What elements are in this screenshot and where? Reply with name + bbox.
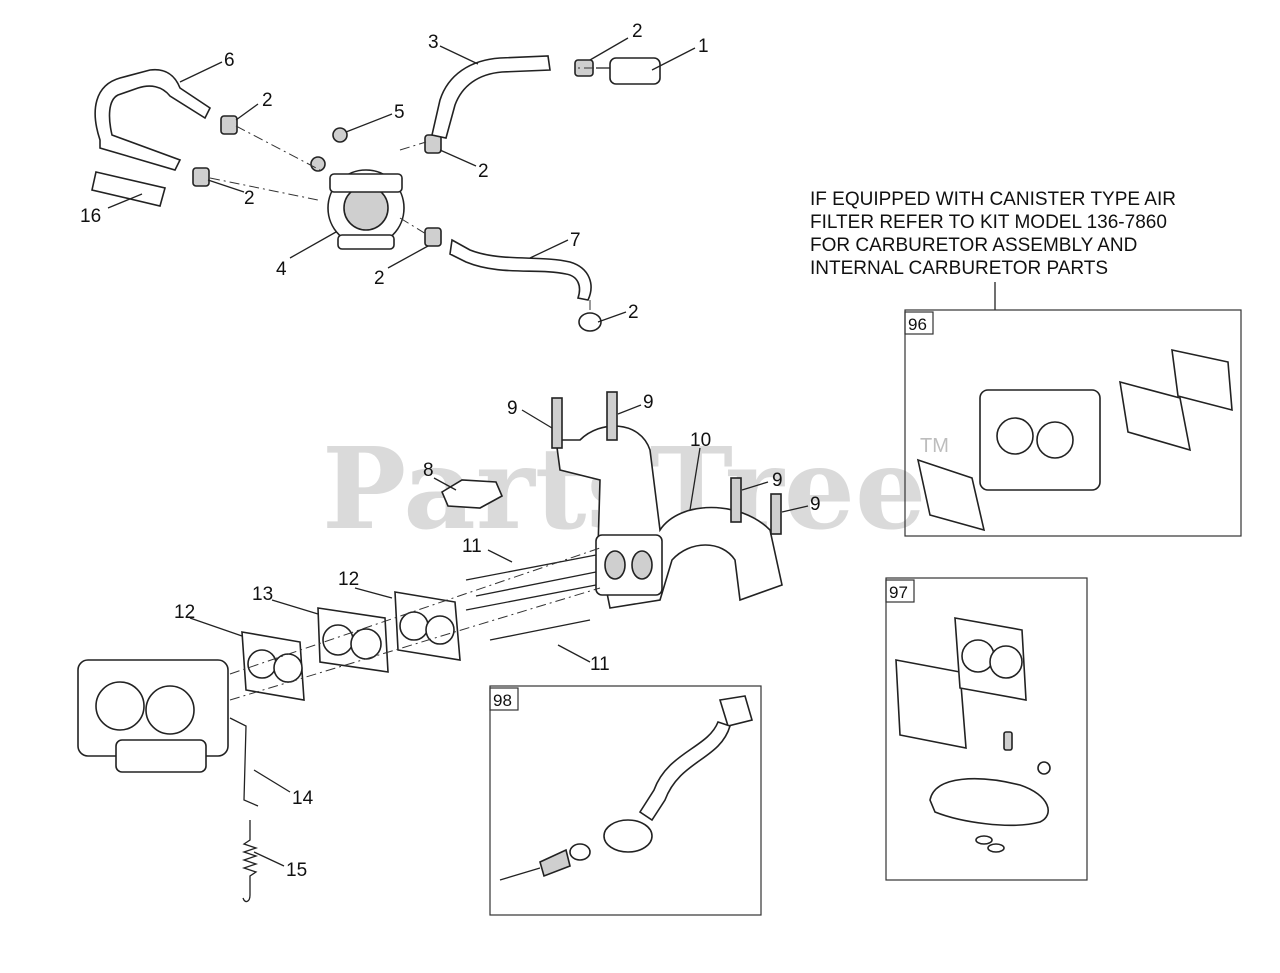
kit-97: 97 xyxy=(885,577,1088,881)
kit-98-frame xyxy=(489,685,762,916)
callout-3: 3 xyxy=(428,32,439,53)
callout-12: 12 xyxy=(338,569,359,590)
linkage-rod xyxy=(229,717,259,807)
bolt xyxy=(770,493,782,535)
manifold-flange xyxy=(595,534,663,596)
note-line: INTERNAL CARBURETOR PARTS xyxy=(810,258,1108,279)
kit-96: 96 xyxy=(904,309,1242,537)
callout-5: 5 xyxy=(394,102,405,123)
leaders xyxy=(107,37,809,867)
kit-97-frame xyxy=(885,577,1088,881)
callout-9: 9 xyxy=(810,494,821,515)
callout-1: 1 xyxy=(698,36,709,57)
hose-6 xyxy=(94,68,212,171)
intake-group xyxy=(77,391,783,903)
fitting xyxy=(310,156,326,172)
gasket-8 xyxy=(440,479,504,509)
callout-10: 10 xyxy=(690,430,711,451)
note-line: FILTER REFER TO KIT MODEL 136-7860 xyxy=(810,212,1167,233)
kit-96-tag: 96 xyxy=(908,315,927,334)
fuel-pump-top xyxy=(329,173,403,193)
callout-2: 2 xyxy=(262,90,273,111)
callout-7: 7 xyxy=(570,230,581,251)
note-line: FOR CARBURETOR ASSEMBLY AND xyxy=(810,235,1137,256)
callout-2: 2 xyxy=(244,188,255,209)
callout-8: 8 xyxy=(423,460,434,481)
clamp xyxy=(424,227,442,247)
clamp xyxy=(192,167,210,187)
callout-15: 15 xyxy=(286,860,307,881)
callout-9: 9 xyxy=(772,470,783,491)
port xyxy=(631,550,653,580)
kit-96-frame xyxy=(904,309,1242,537)
watermark-tm: TM xyxy=(920,435,949,457)
callout-13: 13 xyxy=(252,584,273,605)
callout-6: 6 xyxy=(224,50,235,71)
kit-98: 98 xyxy=(489,685,762,916)
kit-98-tag: 98 xyxy=(493,691,512,710)
spring-15 xyxy=(241,820,259,903)
callout-11: 11 xyxy=(590,654,610,675)
port xyxy=(604,550,626,580)
callout-12: 12 xyxy=(174,602,195,623)
callout-11: 11 xyxy=(462,536,482,557)
bolt xyxy=(606,391,618,441)
callout-2: 2 xyxy=(478,161,489,182)
hose-3 xyxy=(431,55,551,139)
clamp xyxy=(424,134,442,154)
callout-4: 4 xyxy=(276,259,287,280)
hose-16 xyxy=(91,171,166,207)
callout-9: 9 xyxy=(643,392,654,413)
clamp xyxy=(578,312,602,332)
callout-2: 2 xyxy=(628,302,639,323)
bolt xyxy=(551,397,563,449)
callouts: 1 2 3 2 6 2 5 2 2 16 7 4 2 2 9 9 10 8 9 … xyxy=(80,21,821,881)
kit-97-tag: 97 xyxy=(889,583,908,602)
note-block: IF EQUIPPED WITH CANISTER TYPE AIR FILTE… xyxy=(810,189,1176,310)
bolt xyxy=(730,477,742,523)
callout-2: 2 xyxy=(632,21,643,42)
fuel-pump-group xyxy=(91,55,661,332)
callout-2: 2 xyxy=(374,268,385,289)
note-line: IF EQUIPPED WITH CANISTER TYPE AIR xyxy=(810,189,1176,210)
fitting xyxy=(332,127,348,143)
fuel-pump-bottom xyxy=(337,234,395,250)
callout-16: 16 xyxy=(80,206,101,227)
callout-14: 14 xyxy=(292,788,314,809)
fuel-filter xyxy=(609,57,661,85)
callout-9: 9 xyxy=(507,398,518,419)
hose-7 xyxy=(449,238,592,301)
clamp xyxy=(220,115,238,135)
